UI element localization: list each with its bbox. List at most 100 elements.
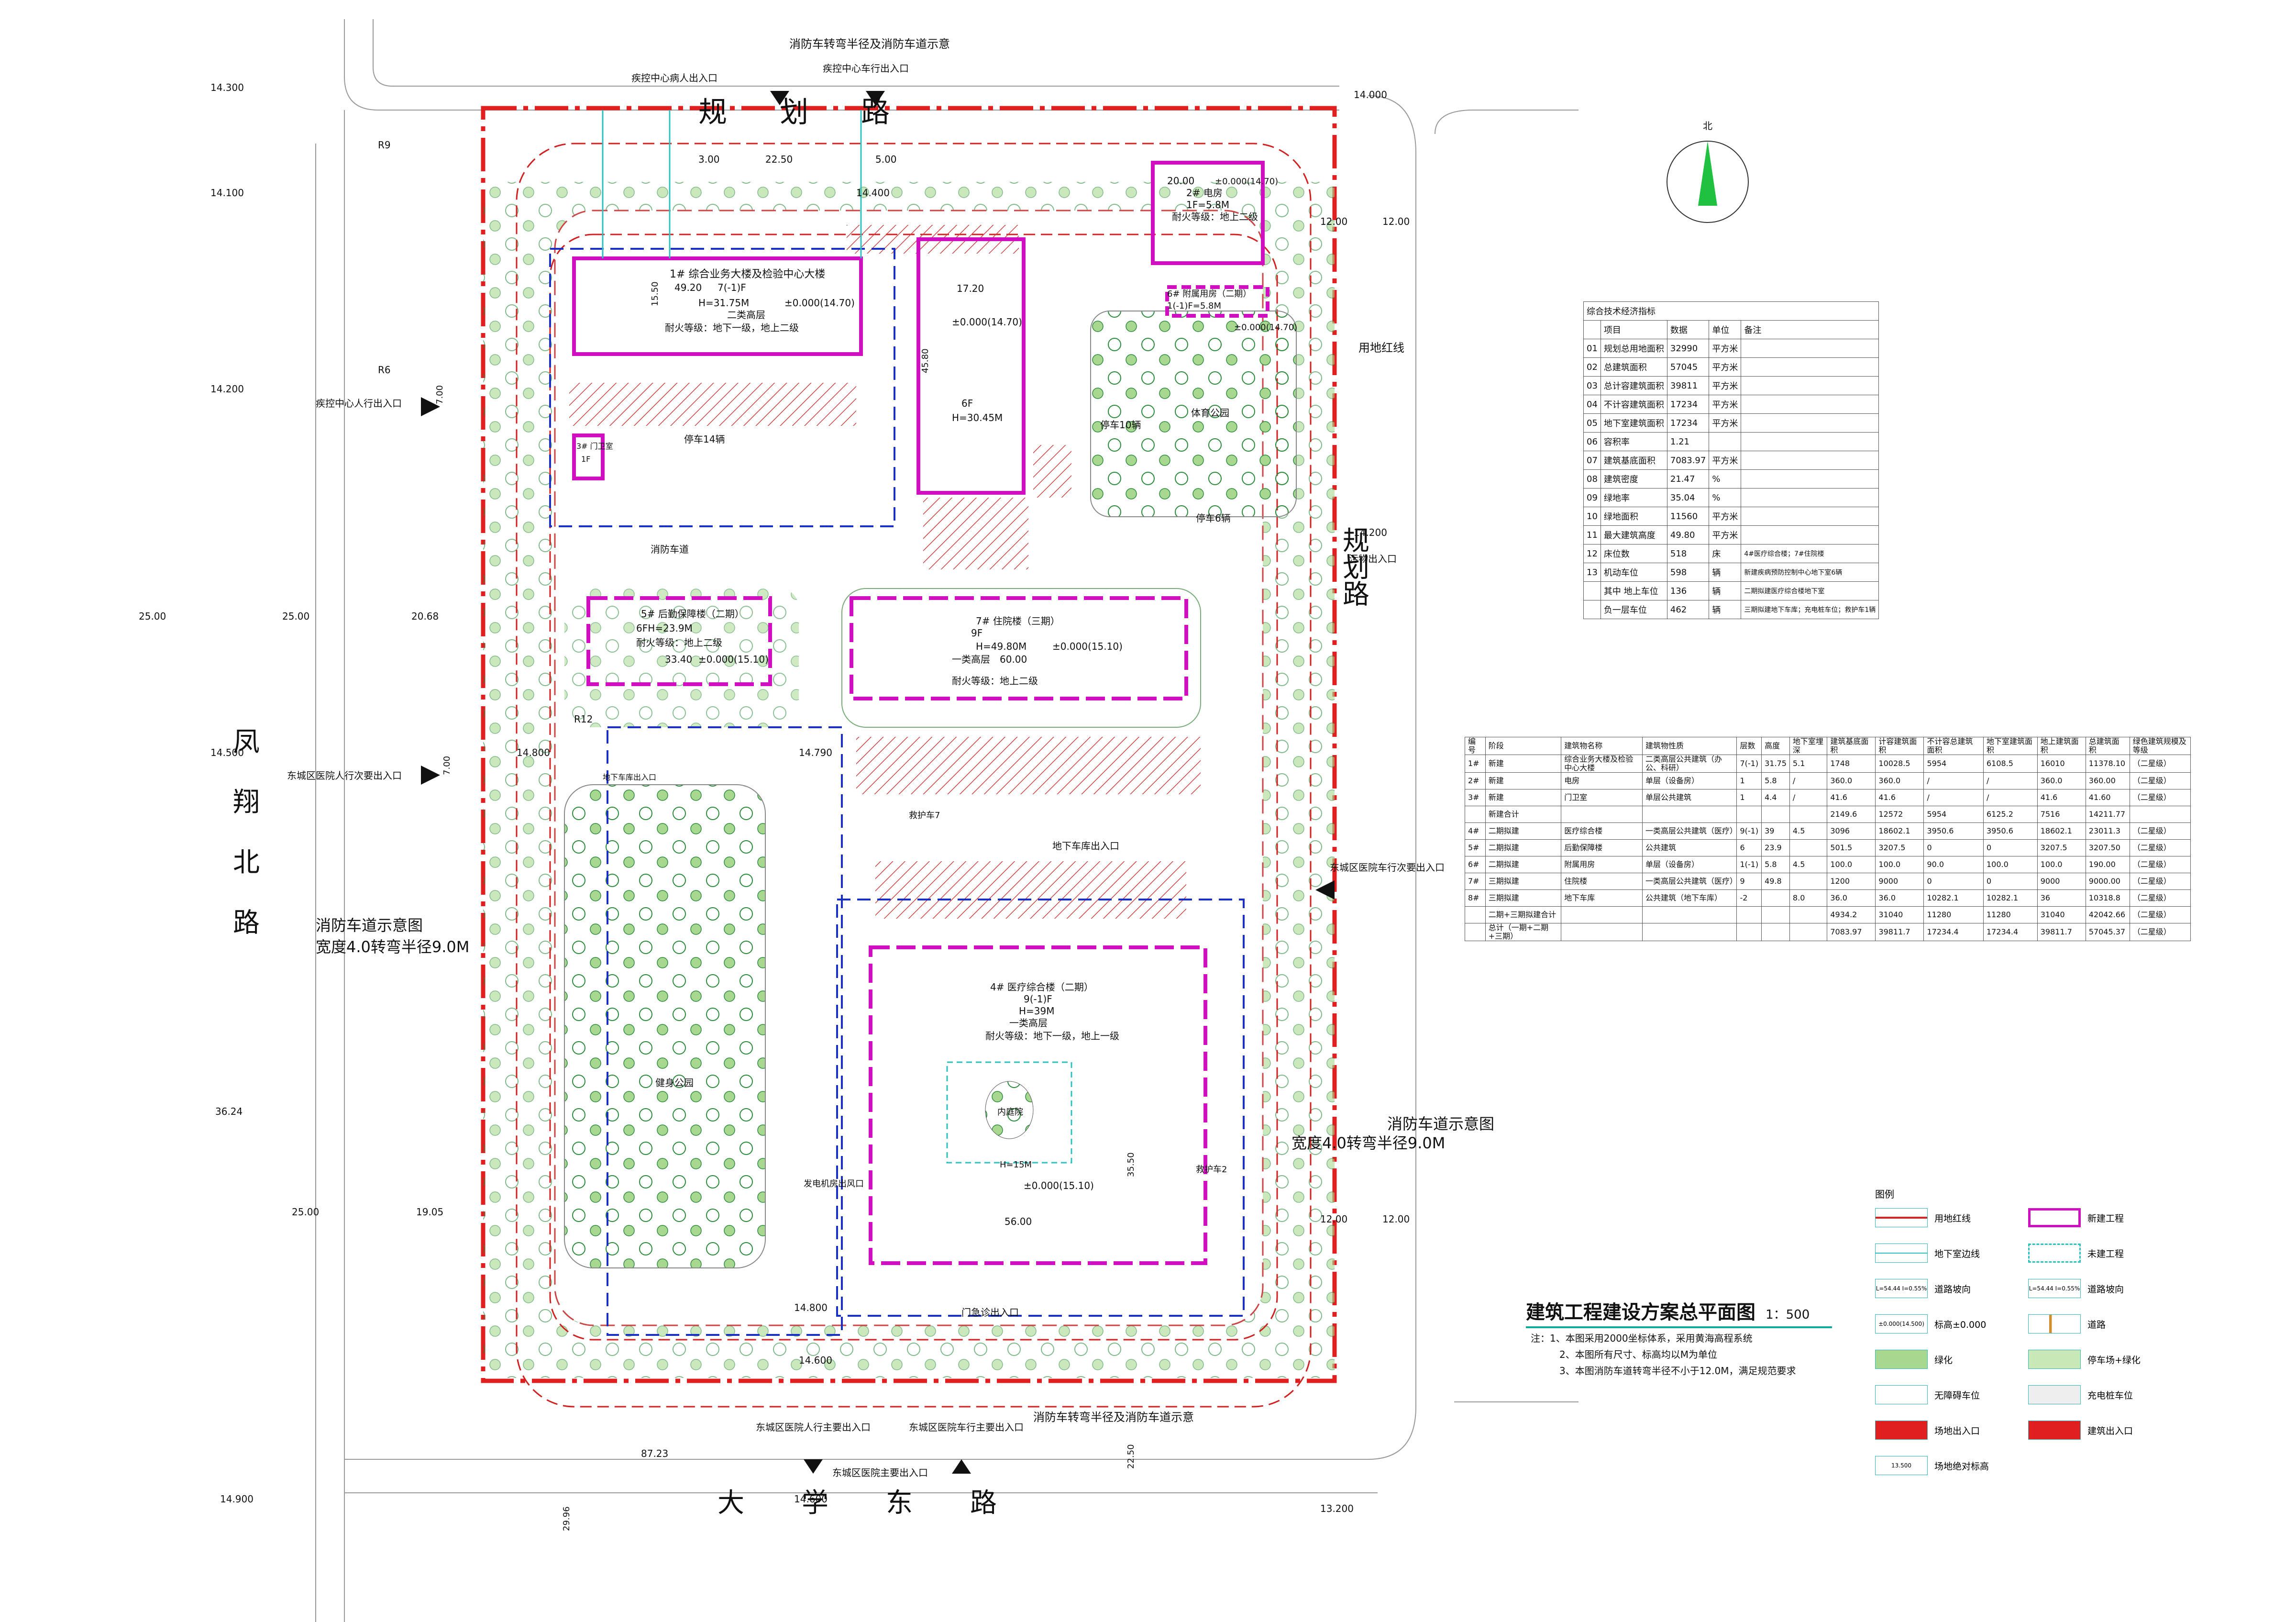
bld-cell: 9000 [1875, 873, 1924, 890]
bld-cell: 49.8 [1761, 873, 1790, 890]
tech-cell: 不计容建筑面积 [1600, 395, 1667, 414]
tech-h1: 项目 [1600, 320, 1667, 339]
ambulance-2-label: 救护车2 [1196, 1165, 1227, 1175]
bld-cell: 12572 [1875, 806, 1924, 823]
b7-floors: 9F [971, 627, 982, 639]
tech-cell: 1.21 [1667, 432, 1710, 451]
bld-cell: 100.0 [1827, 856, 1876, 873]
tech-cell: 13 [1583, 563, 1601, 582]
entrance-right-1: 污物出入口 [1349, 553, 1397, 565]
tech-cell: 平方米 [1709, 413, 1742, 433]
bld-cell: 5# [1465, 839, 1486, 856]
bld-cell: 1748 [1827, 755, 1876, 773]
b2-floors: 1F=5.8M [1186, 199, 1229, 211]
legend-label: 新建工程 [2087, 1213, 2124, 1224]
tech-h4: 备注 [1741, 320, 1879, 339]
bld-cell: 57045.37 [2085, 923, 2130, 941]
entrance-bottom-3: 东城区医院主要出入口 [832, 1467, 928, 1478]
bld-header-cell: 地上建筑面积 [2037, 737, 2086, 755]
legend-label: 未建工程 [2087, 1248, 2124, 1259]
bld-cell: 39 [1761, 822, 1790, 840]
legend-symbol: 13.500 [1875, 1456, 1928, 1475]
b4-dim-h: 35.50 [1126, 1152, 1136, 1177]
dim-8: 12.00 [1382, 216, 1410, 227]
legend-item: 未建工程 [2028, 1241, 2124, 1265]
bld-cell: 一类高层公共建筑（医疗） [1642, 873, 1737, 890]
legend-item: 停车场+绿化 [2028, 1347, 2141, 1371]
building-1b [916, 237, 1026, 495]
b1-floors: 7(-1)F [718, 282, 746, 293]
bld-cell: 1# [1465, 755, 1486, 773]
bld-cell: 1(-1) [1736, 856, 1762, 873]
tech-cell [1741, 525, 1879, 544]
bld-cell: 附属用房 [1561, 856, 1643, 873]
tech-table-caption: 综合技术经济指标 [1583, 301, 1879, 321]
b7-name: 7# 住院楼（三期） [976, 615, 1060, 627]
bld-cell [1465, 806, 1486, 823]
bld-cell: 7(-1) [1736, 755, 1762, 773]
bld-cell: 4934.2 [1827, 906, 1876, 923]
legend-item: L=54.44 I=0.55%道路坡向 [1875, 1277, 1971, 1300]
b4-elev: ±0.000(15.10) [1024, 1180, 1094, 1191]
legend-item: 用地红线 [1875, 1206, 1971, 1230]
bld-cell: （二星级） [2129, 923, 2191, 941]
road-top-label: 规划路 [698, 96, 942, 129]
tech-cell [1741, 469, 1879, 489]
tech-cell: 绿地率 [1600, 488, 1667, 507]
tech-cell: 21.47 [1667, 469, 1710, 489]
b4-yard: 内庭院 [997, 1107, 1023, 1117]
bld-cell: 3950.6 [1983, 822, 2038, 840]
legend-symbol: ±0.000(14.500) [1875, 1314, 1928, 1333]
bld-cell: （二星级） [2129, 856, 2191, 873]
legend-item: 绿化 [1875, 1347, 1953, 1371]
b1b-height: H=30.45M [952, 412, 1003, 423]
tech-cell: 总建筑面积 [1600, 357, 1667, 377]
elev-11: 13.200 [1320, 1503, 1354, 1514]
dim-18: 7.00 [442, 756, 452, 775]
legend-item: ±0.000(14.500)标高±0.000 [1875, 1312, 1986, 1336]
tech-cell: 辆 [1709, 600, 1742, 619]
bld-cell: 190.00 [2085, 856, 2130, 873]
entrance-top-2: 疾控中心车行出入口 [823, 63, 909, 74]
bld-cell: 100.0 [1983, 856, 2038, 873]
bld-cell: 11280 [1983, 906, 2038, 923]
b6-elev: ±0.000(14.70) [1234, 322, 1297, 333]
bld-cell: 23011.3 [2085, 822, 2130, 840]
b7-fire: 耐火等级：地上二级 [952, 675, 1038, 687]
notes: 注：1、本图采用2000坐标体系，采用黄海高程系统 2、本图所有尺寸、标高均以M… [1531, 1330, 1796, 1379]
b1-dim-h: 15.50 [650, 281, 660, 306]
bld-cell: 8# [1465, 889, 1486, 907]
b2-elev: ±0.000(14.70) [1215, 177, 1278, 187]
fire-lane-left-note-1: 消防车道示意图 [316, 916, 423, 934]
title-block: 建筑工程建设方案总平面图 1：500 [1526, 1297, 1832, 1328]
legend-item: 建筑出入口 [2028, 1418, 2133, 1442]
legend-label: 场地绝对标高 [1934, 1461, 1989, 1472]
bld-cell: 公共建筑 [1642, 839, 1737, 856]
tech-cell: 二期拟建医疗综合楼地下室 [1741, 581, 1879, 600]
bld-cell: 10028.5 [1875, 755, 1924, 773]
dim-12: 22.50 [765, 154, 793, 165]
bld-row: 1#新建综合业务大楼及检验中心大楼二类高层公共建筑（办公、科研）7(-1)31.… [1465, 755, 2191, 773]
legend-symbol [2028, 1314, 2081, 1333]
bld-cell: 单层（设备房） [1642, 772, 1737, 789]
bld-cell [1761, 906, 1790, 923]
bld-cell: 100.0 [2037, 856, 2086, 873]
bld-cell: 4.5 [1789, 856, 1828, 873]
legend-label: 用地红线 [1934, 1213, 1971, 1224]
b2-dim: 20.00 [1167, 175, 1194, 187]
bld-cell: 42042.66 [2085, 906, 2130, 923]
legend-label: 绿化 [1934, 1355, 1953, 1366]
legend-item: 场地出入口 [1875, 1418, 1980, 1442]
tech-cell: 平方米 [1709, 357, 1742, 377]
entrance-right-2: 东城区医院车行次要出入口 [1330, 862, 1445, 873]
tech-cell [1741, 488, 1879, 507]
bld-cell: 公共建筑（地下车库） [1642, 889, 1737, 907]
bld-cell: 17234.4 [1923, 923, 1984, 941]
tech-cell [1741, 432, 1879, 451]
entrance-left-2: 东城区医院人行次要出入口 [287, 770, 402, 781]
note-3: 3、本图消防车道转弯半径不小于12.0M，满足规范要求 [1559, 1365, 1796, 1377]
tech-cell: 负一层车位 [1600, 600, 1667, 619]
